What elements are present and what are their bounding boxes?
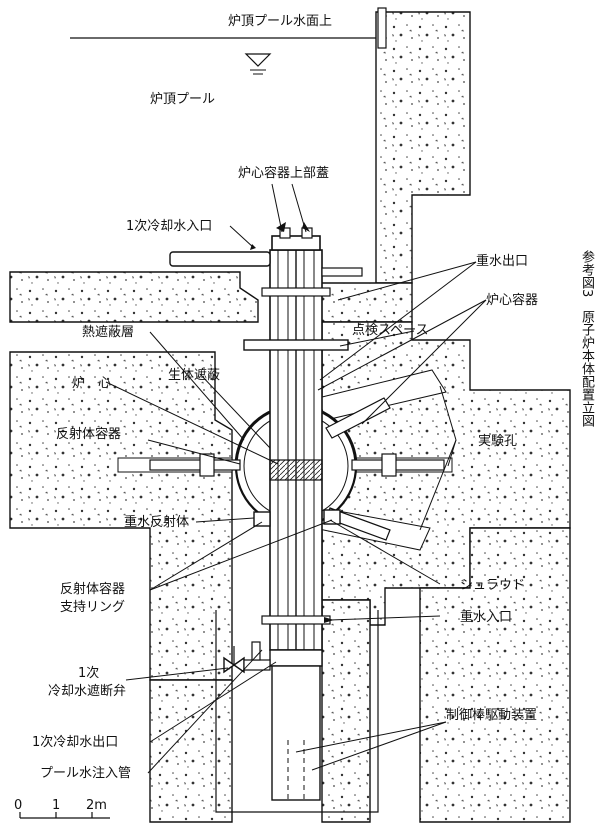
concrete-right-lower	[419, 527, 571, 823]
label-pool-surface: 炉頂プール水面上	[228, 14, 333, 29]
label-support-ring-1: 反射体容器	[60, 582, 126, 597]
label-control-rod-drive: 制御棒駆動装置	[446, 708, 538, 723]
label-primary-coolant-inlet: 1次冷却水入口	[126, 219, 213, 234]
label-vessel-top-cover: 炉心容器上部蓋	[238, 166, 330, 181]
label-isolation-valve-1: 1次	[78, 666, 100, 681]
label-experimental-holes: 実験孔	[478, 434, 518, 449]
label-heavy-water-outlet: 重水出口	[476, 254, 529, 269]
label-pool: 炉頂プール	[150, 92, 216, 107]
figure-caption: 参考図3 原子炉本体配置立図	[579, 250, 594, 428]
label-core-vessel: 炉心容器	[486, 293, 539, 308]
concrete-right-upper	[375, 11, 471, 284]
concrete-slab-right	[319, 282, 413, 323]
label-heavy-water-reflector: 重水反射体	[124, 515, 190, 530]
label-primary-coolant-outlet: 1次冷却水出口	[32, 735, 119, 750]
concrete-lower-left	[149, 679, 233, 823]
scale-zero: 0	[14, 798, 23, 813]
label-thermal-shield: 熱遮蔽層	[82, 325, 135, 340]
label-pool-water-injection: プール水注入管	[40, 766, 132, 781]
label-biological-shield: 生体遮蔽	[168, 368, 221, 383]
label-core: 炉 心	[72, 376, 112, 391]
concrete-lower-mid	[321, 599, 371, 823]
label-reflector-vessel: 反射体容器	[56, 427, 122, 442]
concrete-shield-left	[9, 351, 233, 681]
label-heavy-water-inlet: 重水入口	[460, 610, 513, 625]
scale-one: 1	[52, 798, 61, 813]
label-support-ring-2: 支持リング	[60, 600, 126, 615]
label-isolation-valve-2: 冷却水遮断弁	[48, 684, 127, 699]
scale-two: 2m	[86, 798, 107, 813]
concrete-slab-left	[9, 271, 259, 323]
label-inspection-space: 点検スペース	[352, 323, 429, 338]
label-shroud: シュラウド	[460, 578, 526, 593]
